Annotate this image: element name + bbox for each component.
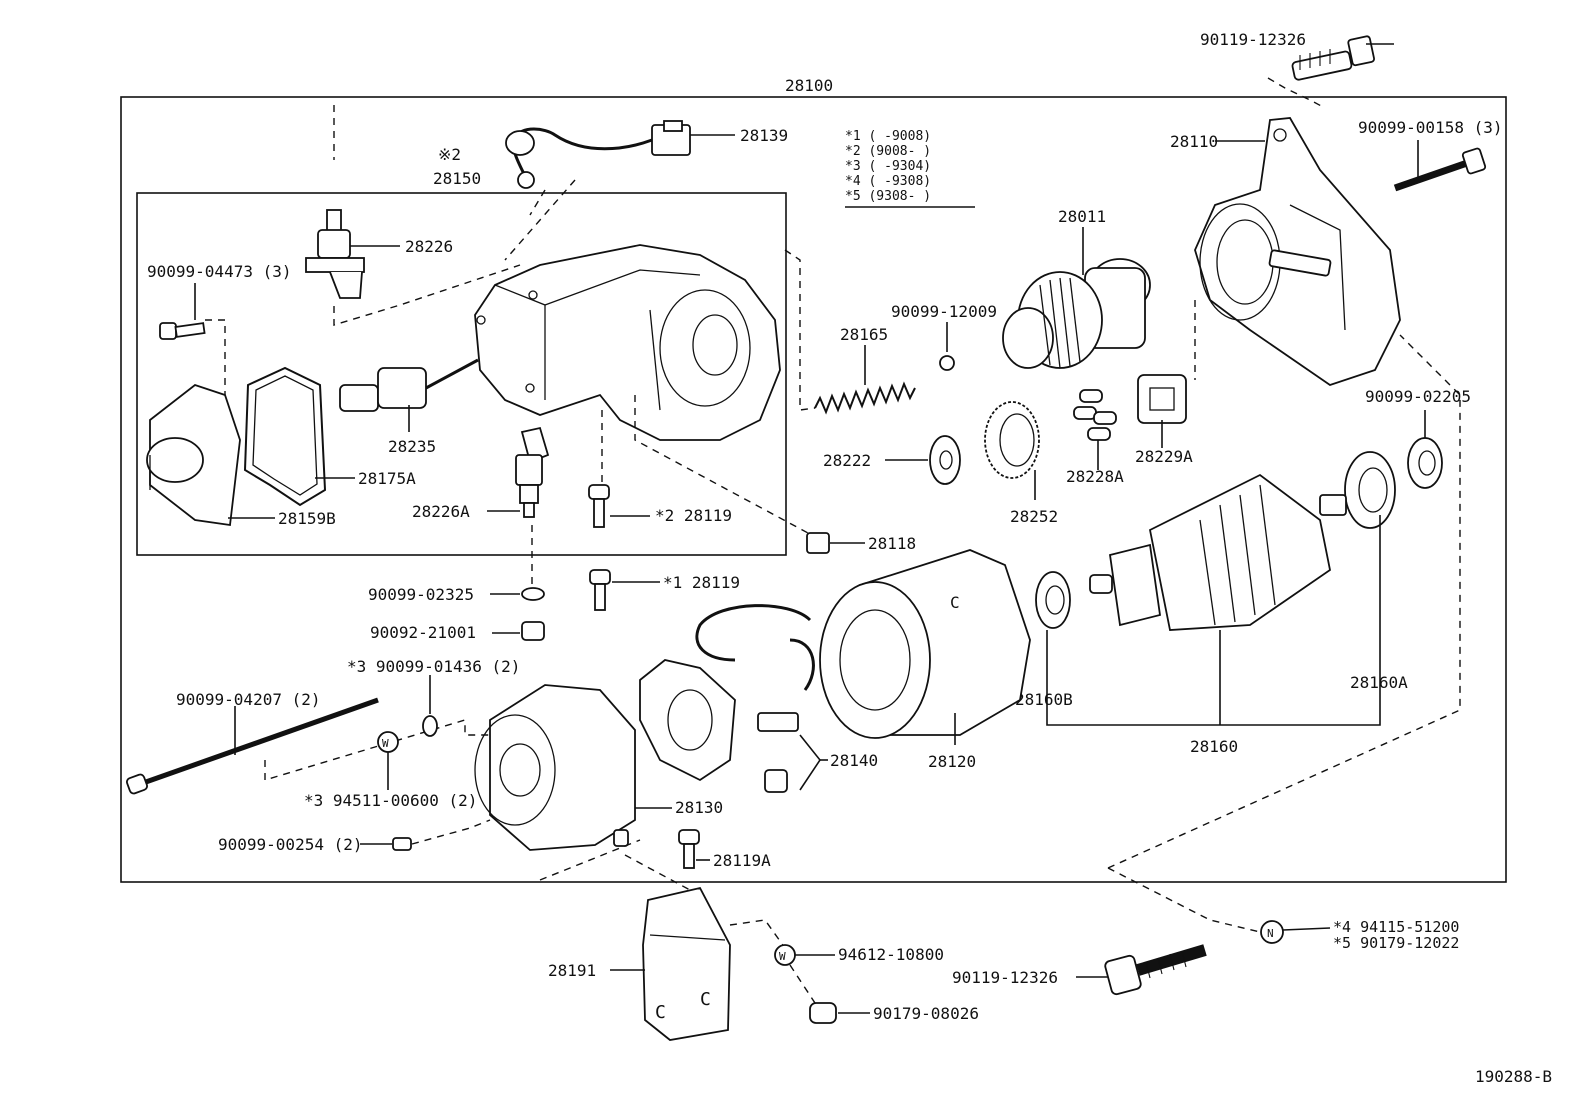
label-94511-00600: *3 94511-00600 (2) — [304, 791, 477, 810]
label-28160B: 28160B — [1015, 690, 1073, 709]
svg-text:C: C — [700, 989, 711, 1010]
bolt-90119-top — [1291, 35, 1394, 81]
magnetic-switch-housing — [474, 244, 781, 441]
armature-28160 — [1089, 473, 1347, 631]
label-28110: 28110 — [1170, 132, 1218, 151]
clutch-28011 — [1002, 258, 1151, 369]
label-28120: 28120 — [928, 752, 976, 771]
wire-28139 — [505, 120, 735, 189]
label-90092-21001: 90092-21001 — [370, 623, 476, 642]
label-28191: 28191 — [548, 961, 596, 980]
label-28140: 28140 — [830, 751, 878, 770]
sub-assembly-frame — [136, 192, 787, 556]
label-28252: 28252 — [1010, 507, 1058, 526]
label-28226: 28226 — [405, 237, 453, 256]
svg-text:N: N — [1267, 927, 1274, 940]
yoke-28120: C — [695, 549, 1031, 745]
gasket-28175a — [243, 366, 327, 507]
svg-text:C: C — [655, 1002, 666, 1023]
footnote-5: *5 (9308- ) — [845, 189, 931, 204]
block-28118 — [806, 532, 830, 554]
label-28160A: 28160A — [1350, 673, 1408, 692]
terminal-28226a — [487, 426, 550, 518]
svg-text:W: W — [382, 737, 389, 750]
footnote-3: *3 ( -9304) — [845, 159, 931, 174]
label-90099-02325: 90099-02325 — [368, 585, 474, 604]
washer-90099-02205 — [1407, 410, 1443, 489]
retainer-28229a — [1137, 374, 1187, 448]
label-28165: 28165 — [840, 325, 888, 344]
label-28119-1: *1 28119 — [663, 573, 740, 592]
label-90119-12326-top: 90119-12326 — [1200, 30, 1306, 49]
bracket-28191: C C — [610, 886, 731, 1041]
screw-90099-04473 — [159, 322, 206, 340]
nut-94115-51200: N — [1260, 920, 1331, 944]
spring-28165 — [814, 381, 916, 415]
label-28119A: 28119A — [713, 851, 771, 870]
label-90179-08026: 90179-08026 — [873, 1004, 979, 1023]
svg-text:C: C — [950, 593, 960, 612]
label-28130: 28130 — [675, 798, 723, 817]
cover-28159b — [146, 383, 241, 527]
assembly-frame — [120, 96, 1507, 883]
nut-90092-21001 — [492, 621, 545, 641]
sub-assembly-label: 28150 — [433, 169, 481, 188]
label-28160: 28160 — [1190, 737, 1238, 756]
label-94115-51200: *4 94115-51200 — [1333, 918, 1459, 936]
footnote-block: *1 ( -9008) *2 (9008- ) *3 ( -9304) *4 (… — [845, 129, 975, 208]
rollers-28228a — [1073, 389, 1117, 470]
plunger-28235 — [339, 358, 479, 412]
label-90099-04207: 90099-04207 (2) — [176, 690, 321, 709]
screw-90099-00254 — [360, 837, 412, 851]
bearing-28160a — [1344, 451, 1396, 529]
ball-90099-12009 — [939, 355, 955, 371]
label-28119-2: *2 28119 — [655, 506, 732, 525]
washer-90099-02325 — [490, 587, 545, 601]
label-28139: 28139 — [740, 126, 788, 145]
footnote-4: *4 ( -9308) — [845, 174, 931, 189]
label-28118: 28118 — [868, 534, 916, 553]
footnote-1: *1 ( -9008) — [845, 129, 931, 144]
brush-holder-28140 — [639, 659, 828, 793]
label-28011: 28011 — [1058, 207, 1106, 226]
svg-text:W: W — [779, 950, 786, 963]
assembly-label: 28100 — [785, 76, 833, 95]
label-28222: 28222 — [823, 451, 871, 470]
label-90119-12326-bottom: 90119-12326 — [952, 968, 1058, 987]
washer-94511-00600: W — [377, 731, 399, 790]
screw-28119-2 — [588, 484, 650, 528]
bolt-90119-bottom — [1076, 944, 1207, 996]
screw-28119-1 — [589, 569, 660, 611]
label-90099-04473: 90099-04473 (3) — [147, 262, 292, 281]
label-90099-00254: 90099-00254 (2) — [218, 835, 363, 854]
drawing-number: 190288-B — [1475, 1067, 1552, 1086]
label-28229A: 28229A — [1135, 447, 1193, 466]
bearing-28160b — [1035, 571, 1071, 629]
washer-90099-01436 — [422, 675, 438, 737]
gear-28252 — [984, 401, 1040, 500]
label-28228A: 28228A — [1066, 467, 1124, 486]
label-28226A: 28226A — [412, 502, 470, 521]
sub-assembly-mark: ※2 — [438, 145, 461, 164]
terminal-28226 — [305, 209, 400, 299]
drive-housing-28110 — [1194, 117, 1401, 386]
label-28175A: 28175A — [358, 469, 416, 488]
label-90099-01436: *3 90099-01436 (2) — [347, 657, 520, 676]
label-90179-12022: *5 90179-12022 — [1333, 934, 1459, 952]
label-94612-10800: 94612-10800 — [838, 945, 944, 964]
washer-28222 — [885, 435, 961, 485]
through-bolt-90099-04207 — [126, 697, 379, 795]
end-frame-28130 — [474, 684, 672, 851]
footnote-2: *2 (9008- ) — [845, 144, 931, 159]
nut-90179-08026 — [809, 1002, 870, 1024]
washer-94612-10800: W — [774, 944, 835, 966]
bolt-90099-00158 — [1393, 147, 1487, 192]
label-28159B: 28159B — [278, 509, 336, 528]
label-90099-12009: 90099-12009 — [891, 302, 997, 321]
label-90099-02205: 90099-02205 — [1365, 387, 1471, 406]
screw-28119a — [678, 829, 710, 869]
label-90099-00158: 90099-00158 (3) — [1358, 118, 1503, 137]
label-28235: 28235 — [388, 437, 436, 456]
